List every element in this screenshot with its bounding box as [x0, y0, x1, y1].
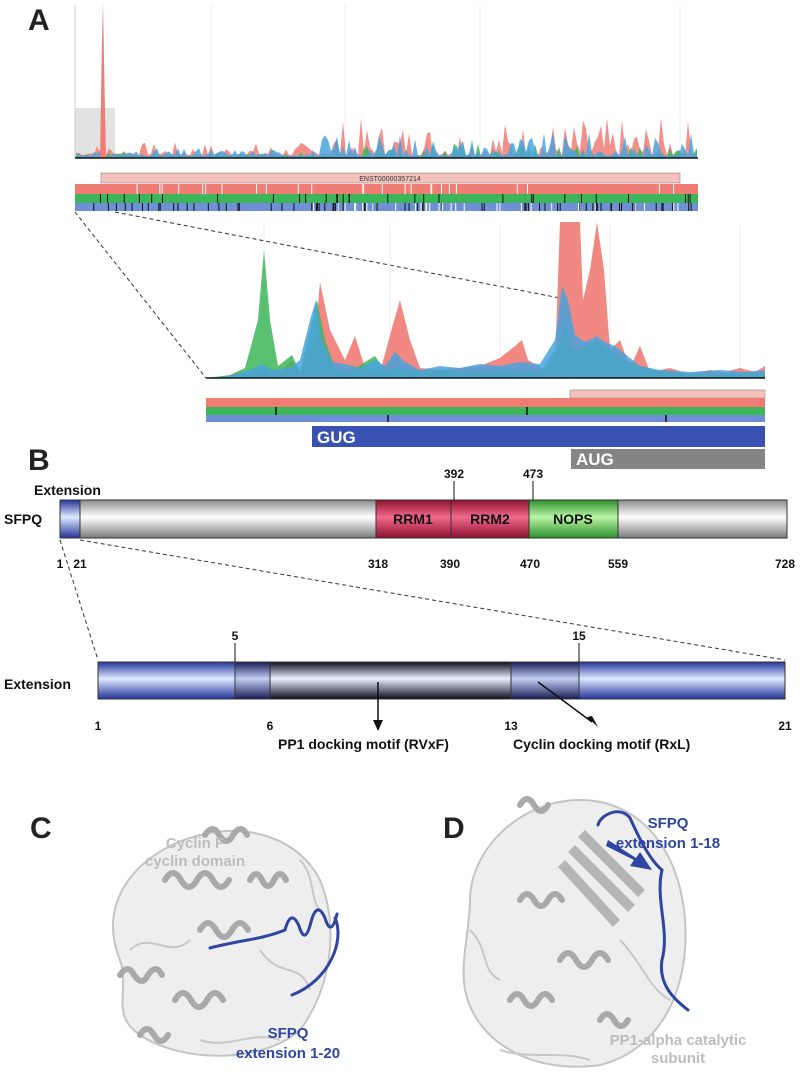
extension-label: Extension [34, 482, 101, 498]
zoom-red-track [206, 398, 765, 407]
cyclin-docking-region [510, 661, 580, 700]
zoom-transcript-track [569, 389, 766, 399]
zoom-line-right [114, 211, 561, 299]
tick-473: 473 [523, 467, 543, 481]
panel-a-overview-coverage [74, 2, 698, 159]
extension-zoom-label: Extension [4, 676, 71, 692]
pp1-arrow-head [373, 720, 383, 731]
ext-zoom-line-right [79, 539, 786, 661]
panel-a-zoom-tracks [206, 389, 766, 422]
zoom-highlight-box [75, 108, 115, 158]
sfpq-d-beta-strand [606, 840, 652, 870]
zoom-green-track [206, 407, 765, 415]
cyclin-f-helices [117, 826, 289, 1044]
extension-segment [59, 499, 81, 539]
tick-392: 392 [444, 467, 464, 481]
zoom-blue-track [206, 415, 765, 422]
pp1-docking-region [269, 661, 512, 700]
protein-name: SFPQ [4, 511, 42, 527]
overview-blue-trace [76, 132, 697, 158]
overview-blue-track [75, 203, 698, 211]
aug-orf-bar [571, 449, 765, 469]
pp1-alpha-helices [507, 796, 631, 1029]
aug-label: AUG [576, 450, 614, 469]
panel-label-b: B [28, 444, 50, 477]
panel-a-zoom-coverage [206, 222, 765, 379]
sfpq-c-label-line1: SFPQ [268, 1025, 309, 1042]
sfpq-extension-peptide-d [596, 810, 690, 1012]
ext-tick-15: 15 [572, 629, 586, 643]
gug-label: GUG [317, 428, 356, 447]
sfpq-d-label-line1: SFPQ [648, 815, 689, 832]
tick-728: 728 [775, 557, 795, 571]
cyclin-arrow-head [587, 716, 598, 727]
cyclin-f-label-line2: cyclin domain [145, 853, 245, 870]
overview-track-ticks [93, 184, 692, 211]
overview-spike [100, 2, 106, 158]
ext-residues-5-6 [234, 661, 271, 700]
ext-tick-1: 1 [95, 719, 102, 733]
transcript-track [100, 172, 681, 184]
panel-label-c: C [30, 812, 52, 845]
domain-rrm1-label: RRM1 [393, 511, 433, 527]
zoom-line-left [74, 211, 207, 379]
sfpq-c-label-line2: extension 1-20 [236, 1045, 340, 1062]
panel-label-a: A [28, 4, 50, 37]
sfpq-protein-bar: RRM1 RRM2 NOPS [59, 499, 788, 539]
tick-21: 21 [73, 557, 87, 571]
transcript-id: ENST00000357214 [359, 176, 421, 183]
pp1-alpha-label-line1: PP1-alpha catalytic [610, 1032, 747, 1049]
pp1-alpha-sheets [558, 830, 645, 927]
panel-a-overview-tracks: ENST00000357214 [75, 172, 698, 211]
cyclin-f-structure [112, 826, 332, 1057]
zoom-blue-trace [206, 286, 765, 378]
sfpq-d-label-line2: extension 1-18 [616, 835, 720, 852]
tick-470: 470 [520, 557, 540, 571]
sfpq-extension-peptide-c [208, 908, 340, 997]
pp1-alpha-label-line2: subunit [651, 1050, 705, 1067]
cyclin-f-label-line1: Cyclin F [166, 835, 224, 852]
ext-tick-21: 21 [778, 719, 792, 733]
tick-1: 1 [57, 557, 64, 571]
cyclin-motif-label: Cyclin docking motif (RxL) [513, 736, 690, 752]
gug-orf-bar [312, 426, 765, 447]
domain-nops [528, 499, 619, 539]
overview-green-track [75, 194, 698, 203]
zoom-green-trace [206, 250, 765, 378]
pp1-alpha-structure [462, 796, 687, 1068]
ext-tick-6: 6 [267, 719, 274, 733]
ext-tick-13: 13 [504, 719, 518, 733]
pp1-motif-label: PP1 docking motif (RVxF) [278, 736, 449, 752]
tick-559: 559 [608, 557, 628, 571]
domain-rrm2-label: RRM2 [470, 511, 510, 527]
panel-label-d: D [443, 812, 465, 845]
tick-390: 390 [440, 557, 460, 571]
pp1-alpha-loops [469, 929, 671, 1061]
extension-zoom-bar [97, 661, 786, 700]
tick-318: 318 [368, 557, 388, 571]
domain-rrm2 [450, 499, 530, 539]
overview-red-track [75, 184, 698, 194]
cyclin-arrow-shaft [537, 681, 593, 723]
overview-grid [210, 5, 681, 158]
ext-tick-5: 5 [232, 629, 239, 643]
domain-nops-label: NOPS [553, 511, 593, 527]
cyclin-f-loops [129, 859, 321, 1044]
pp1-alpha-surface [462, 798, 687, 1068]
